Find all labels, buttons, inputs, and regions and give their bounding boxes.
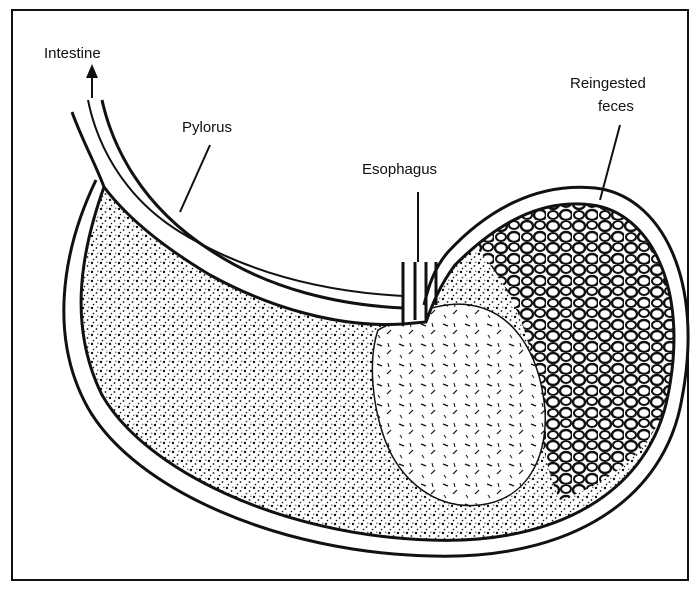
intestine-label: Intestine — [44, 45, 101, 62]
pylorus-leader-line — [180, 145, 210, 212]
feces-label-line1: Reingested — [570, 75, 646, 92]
feces-leader-line — [600, 125, 620, 200]
pylorus-label: Pylorus — [182, 119, 232, 136]
feces-label-line2: feces — [598, 98, 634, 115]
intestine-arrowhead — [86, 64, 98, 78]
esophagus-label: Esophagus — [362, 161, 437, 178]
intestine-tube-left — [72, 112, 104, 187]
